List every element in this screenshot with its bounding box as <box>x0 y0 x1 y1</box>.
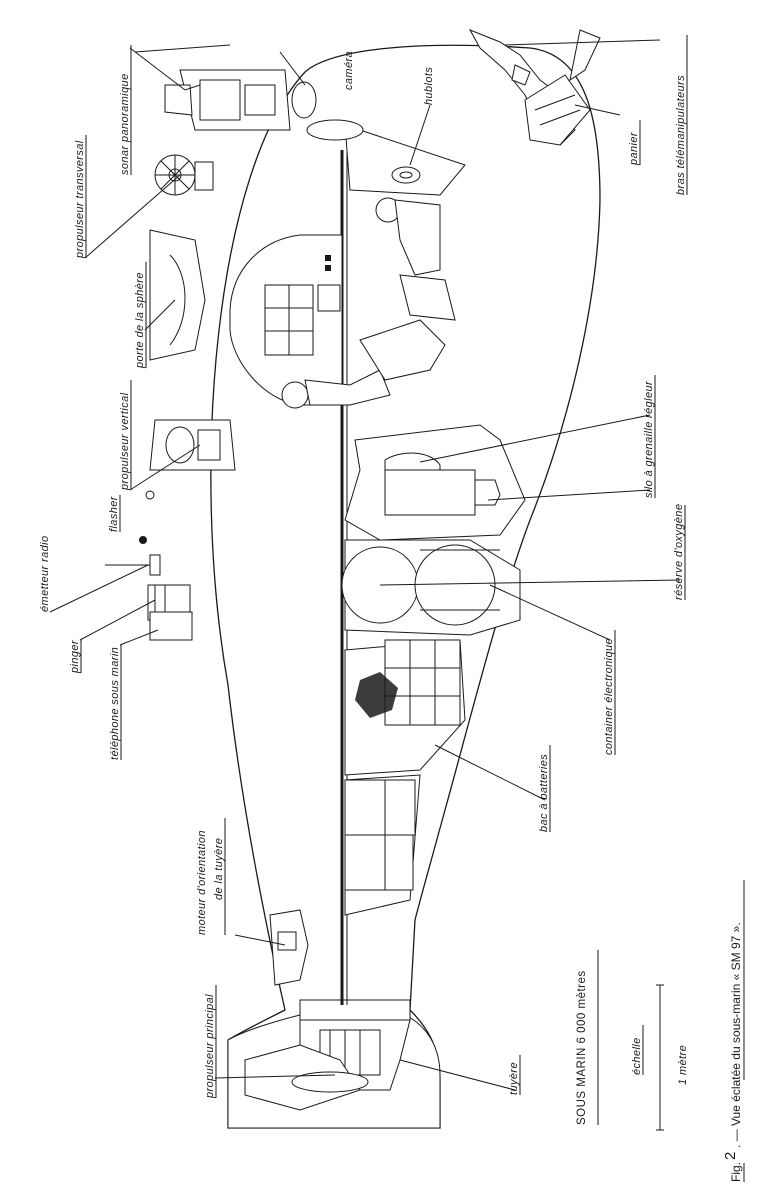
label-camera: caméra <box>343 51 355 90</box>
label-batteries: bac à batteries <box>538 754 550 832</box>
scale-label: échelle <box>631 1037 643 1075</box>
label-emetteur-radio: émetteur radio <box>39 535 51 612</box>
camera-dome <box>306 119 364 141</box>
label-flasher: flasher <box>108 495 120 532</box>
label-hublots: hublots <box>423 67 435 105</box>
trim-tank-and-shot-silo <box>344 424 526 541</box>
scale-unit: 1 mètre <box>677 1045 689 1085</box>
electronics-container <box>344 639 466 776</box>
figure-title: SOUS MARIN 6 000 mètres <box>576 970 588 1125</box>
label-moteur-orientation-1: moteur d'orientation <box>196 830 208 935</box>
underwater-telephone-unit <box>149 611 193 641</box>
sonar-unit <box>164 69 291 131</box>
caption-prefix: Fig. <box>729 1162 743 1182</box>
main-propulsion <box>244 1019 411 1111</box>
label-group-right: bras télémanipulateurs panier régleur si… <box>508 35 688 1095</box>
pilot-figures <box>281 197 456 409</box>
label-propulseur-transversal: propulseur transversal <box>74 140 86 259</box>
battery-tank <box>344 774 421 916</box>
oxygen-reserve <box>341 539 521 636</box>
label-sonar: sonar panoramique <box>119 73 131 175</box>
title-block: SOUS MARIN 6 000 mètres échelle 1 mètre <box>576 950 689 1131</box>
label-porte-sphere: porte de la sphère <box>134 272 146 369</box>
leader-lines <box>49 39 681 1091</box>
instrument-panel <box>264 255 341 356</box>
nozzle-orientation-motor <box>269 909 309 986</box>
vertical-thruster <box>149 419 236 471</box>
label-tuyere: tuyère <box>508 1062 520 1095</box>
caption-number: 2 <box>722 1152 739 1160</box>
flasher-and-antenna <box>105 490 161 576</box>
label-panier: panier <box>628 131 640 166</box>
figure-caption: Fig. 2 . — Vue éclatée du sous-marin « S… <box>722 880 745 1182</box>
label-container: container électronique <box>603 638 615 755</box>
camera-unit <box>291 81 317 119</box>
label-propulseur-vertical: propulseur vertical <box>119 392 131 491</box>
label-silo: silo à grenaille <box>643 421 655 498</box>
label-oxygene: réserve d'oxygène <box>673 504 685 600</box>
hull-outline <box>210 44 601 1129</box>
caption-text: . — Vue éclatée du sous-marin « SM 97 ». <box>729 922 743 1148</box>
viewport <box>344 124 466 196</box>
label-moteur-orientation-2: de la tuyère <box>213 838 225 900</box>
label-pinger: pinger <box>69 639 81 674</box>
label-group-left: propulseur principal moteur d'orientatio… <box>39 45 226 1099</box>
label-regleur: régleur <box>643 380 655 418</box>
label-propulseur-principal: propulseur principal <box>204 994 216 1099</box>
tail-collar <box>299 999 411 1021</box>
basket <box>524 74 591 146</box>
transverse-thruster <box>154 154 214 196</box>
label-bras: bras télémanipulateurs <box>675 75 687 195</box>
label-telephone: téléphone sous marin <box>109 647 121 760</box>
sphere-door <box>149 229 206 361</box>
label-group-top: caméra hublots <box>343 51 435 105</box>
